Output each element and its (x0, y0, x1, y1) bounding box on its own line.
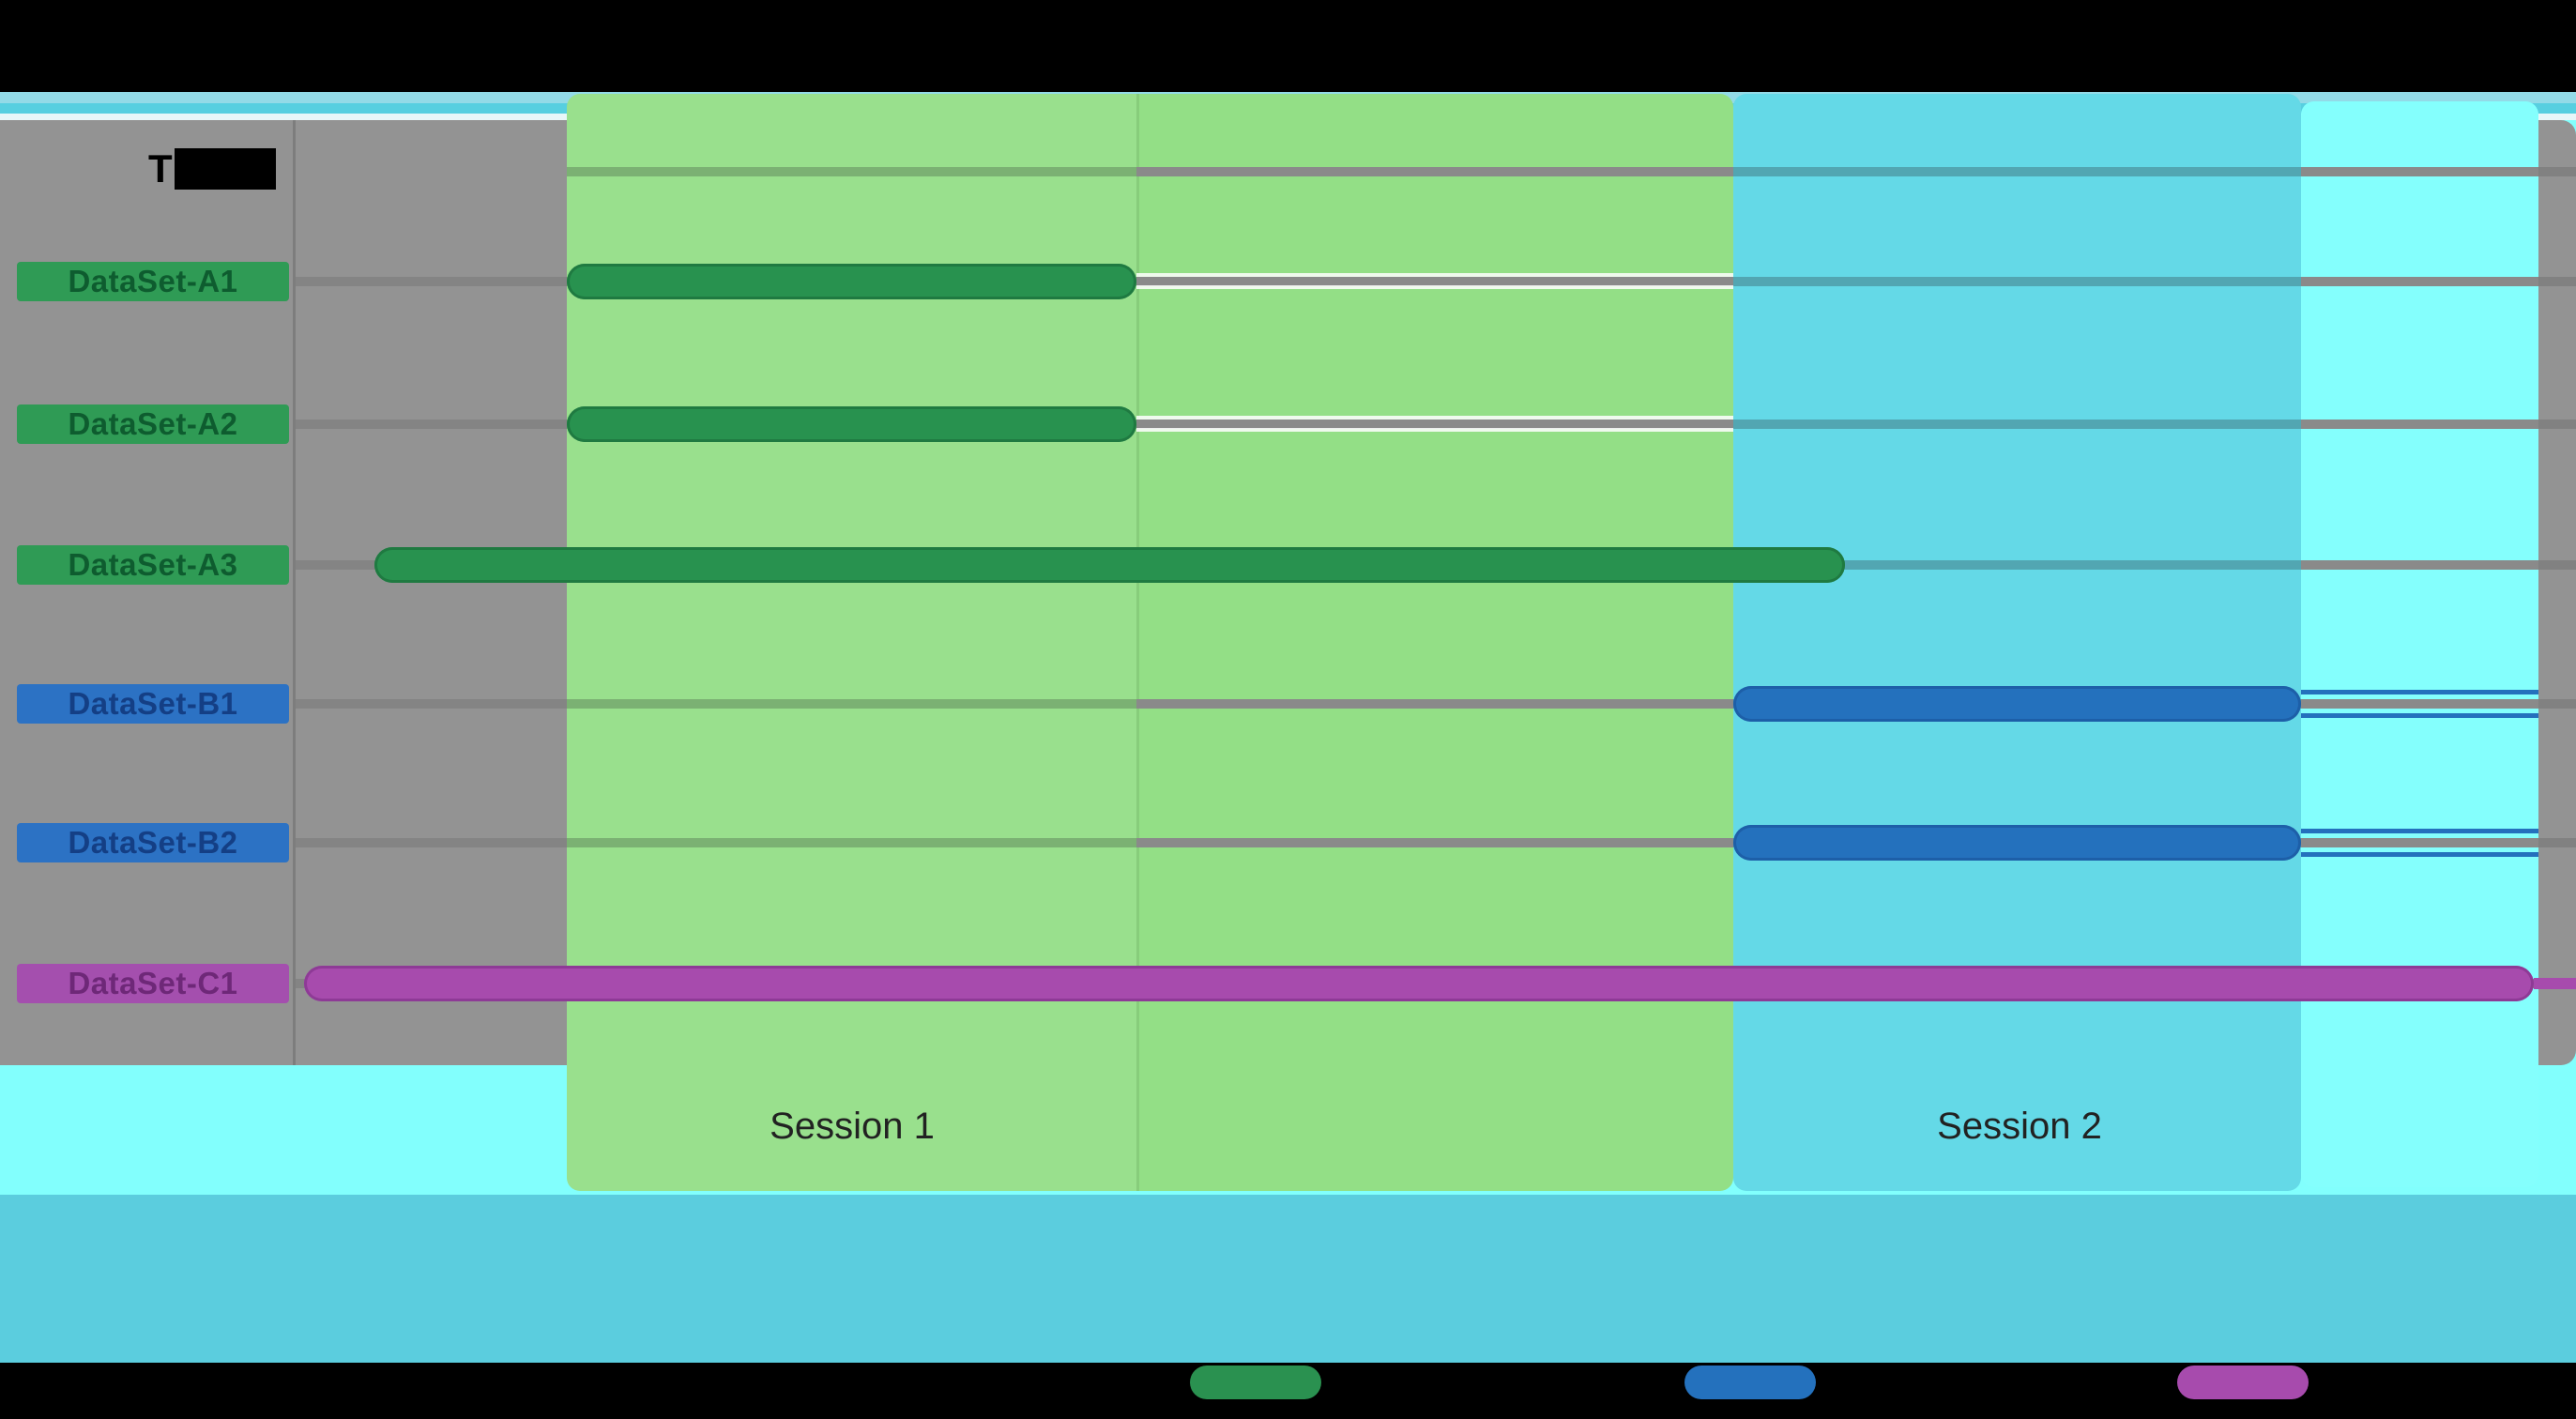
row-track-segment (567, 699, 1136, 709)
legend-swatch-blue-series[interactable] (1684, 1366, 1816, 1399)
row-track-segment (2538, 420, 2576, 429)
row-label-chip: DataSet-A1 (17, 262, 289, 301)
timeline-bar-dataset-c1[interactable] (304, 966, 2534, 1001)
bar-continuation-hairline (2301, 713, 2538, 718)
track-hairline (1136, 285, 1733, 289)
row-label-text: DataSet-A3 (68, 547, 238, 582)
bar-continuation-hairline (2301, 852, 2538, 857)
row-label-chip: DataSet-B2 (17, 823, 289, 862)
legend-swatch-purple-series[interactable] (2177, 1366, 2309, 1399)
row-track-segment (296, 420, 567, 429)
row-track-segment (2301, 167, 2538, 176)
row-track-segment (2301, 560, 2538, 570)
row-track-segment (1733, 277, 2301, 286)
redaction-box (174, 148, 276, 190)
row-track-segment (567, 838, 1136, 847)
row-track-segment (2538, 838, 2576, 847)
row-track-segment (1136, 420, 1733, 429)
track-hairline (1136, 428, 1733, 432)
row-track-segment (2301, 838, 2538, 847)
bar-continuation-hairline (2301, 829, 2538, 833)
session-1-label: Session 1 (770, 1106, 935, 1147)
row-track-segment (2538, 167, 2576, 176)
track-hairline (1136, 416, 1733, 420)
bar-continuation-hairline (2301, 690, 2538, 694)
bottom-cyan-band (0, 1195, 2576, 1363)
session-2-label: Session 2 (1937, 1106, 2102, 1147)
row-track-segment (2538, 699, 2576, 709)
row-label-text: DataSet-C1 (68, 966, 238, 1000)
row-label-text: DataSet-B1 (68, 686, 238, 721)
row-label-chip: DataSet-A3 (17, 545, 289, 585)
row-track-segment (2301, 699, 2538, 709)
header-label-text: T (148, 146, 173, 191)
session-2-column (1733, 94, 2301, 1191)
timeline-bar-dataset-a2[interactable] (567, 406, 1136, 442)
row-label-text: DataSet-A1 (68, 264, 238, 298)
timeline-bar-dataset-b1[interactable] (1733, 686, 2301, 722)
row-track-segment (296, 277, 567, 286)
row-track-segment (296, 838, 567, 847)
timeline-bar-tail (2534, 978, 2576, 989)
row-label-chip: DataSet-A2 (17, 404, 289, 444)
row-track-segment (1136, 167, 1733, 176)
row-track-segment (1136, 277, 1733, 286)
row-track-segment (1136, 699, 1733, 709)
timeline-bar-dataset-b2[interactable] (1733, 825, 2301, 861)
label-column-divider (293, 120, 296, 1065)
row-track-segment (2301, 277, 2538, 286)
row-track-segment (1136, 838, 1733, 847)
row-label-text: DataSet-A2 (68, 406, 238, 441)
row-track-segment (296, 699, 567, 709)
row-track-segment (2301, 420, 2538, 429)
session-1-mid-divider (1136, 94, 1139, 1191)
row-label-chip: DataSet-C1 (17, 964, 289, 1003)
row-label-chip: DataSet-B1 (17, 684, 289, 724)
header-label: T (148, 148, 276, 193)
legend-swatch-green-series[interactable] (1190, 1366, 1321, 1399)
track-hairline (1136, 273, 1733, 277)
top-black-band (0, 0, 2576, 92)
row-track-segment (2538, 560, 2576, 570)
row-track-segment (567, 167, 1136, 176)
row-track-segment (1733, 420, 2301, 429)
row-track-segment (1733, 560, 2301, 570)
timeline-bar-dataset-a3[interactable] (374, 547, 1845, 583)
row-label-text: DataSet-B2 (68, 825, 238, 860)
row-track-segment (1733, 167, 2301, 176)
timeline-bar-dataset-a1[interactable] (567, 264, 1136, 299)
row-track-segment (2538, 277, 2576, 286)
